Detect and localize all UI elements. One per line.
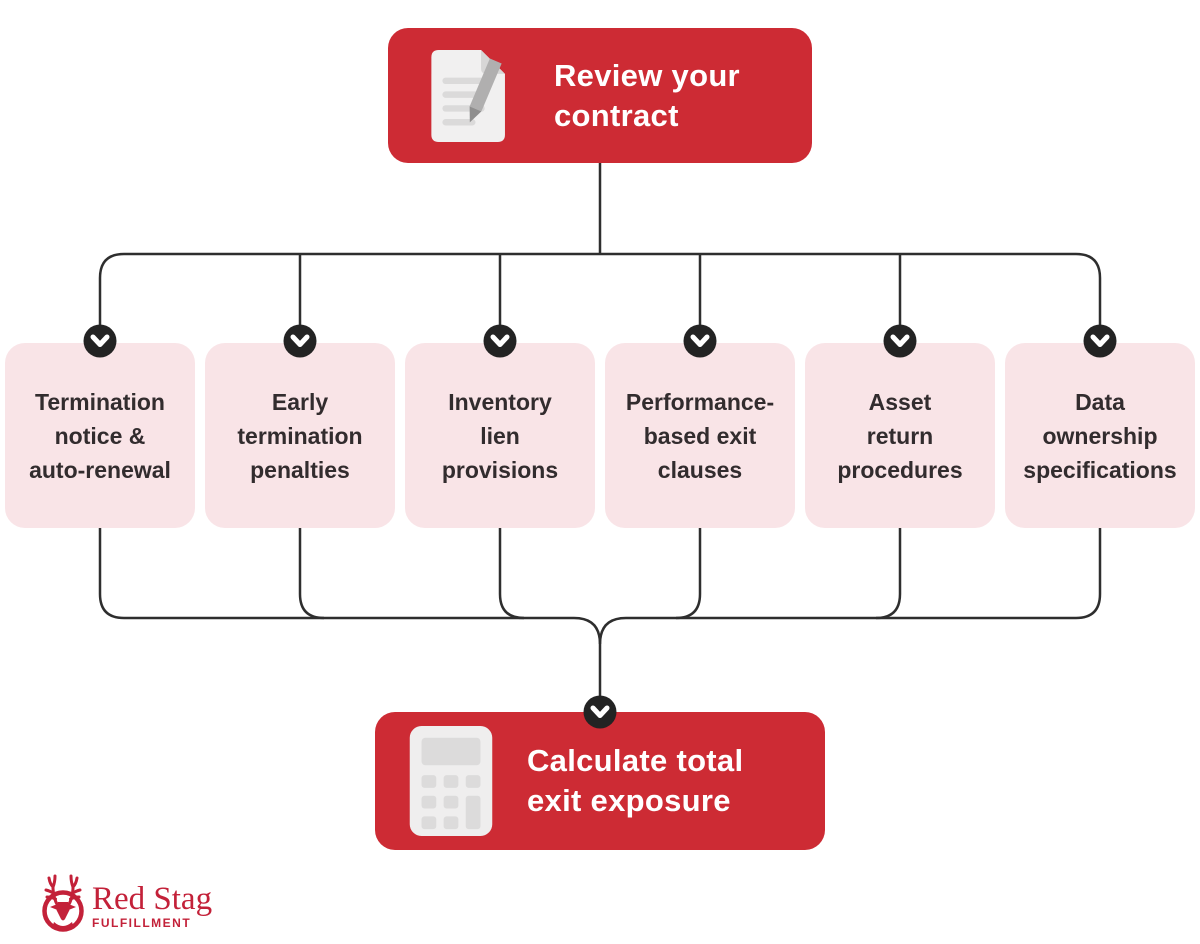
branch-node-performance-exit: Performance- based exit clauses bbox=[605, 343, 795, 528]
branch-label: Termination notice & auto-renewal bbox=[29, 388, 171, 483]
start-node-label: Review your contract bbox=[554, 57, 740, 133]
logo-name: Red Stag bbox=[92, 881, 213, 917]
branch-node-data-ownership: Data ownership specifications bbox=[1005, 343, 1195, 528]
start-node-review-contract: Review your contract bbox=[388, 28, 812, 163]
branch-label: Early termination penalties bbox=[237, 388, 363, 483]
redstag-logo: Red Stag FULFILLMENT bbox=[40, 874, 212, 932]
end-node-calculate-exposure: Calculate total exit exposure bbox=[375, 712, 825, 850]
branch-node-termination-notice: Termination notice & auto-renewal bbox=[5, 343, 195, 528]
stag-emblem-icon bbox=[42, 874, 84, 932]
branch-row: Termination notice & auto-renewal Early … bbox=[5, 343, 1195, 528]
branch-label: Inventory lien provisions bbox=[441, 388, 559, 483]
branch-label: Asset return procedures bbox=[837, 388, 963, 483]
document-pencil-icon bbox=[431, 49, 505, 142]
branch-node-inventory-lien: Inventory lien provisions bbox=[405, 343, 595, 528]
branch-label: Performance- based exit clauses bbox=[625, 388, 775, 483]
branch-node-asset-return: Asset return procedures bbox=[805, 343, 995, 528]
branch-node-early-termination: Early termination penalties bbox=[205, 343, 395, 528]
branch-label: Data ownership specifications bbox=[1023, 388, 1177, 483]
logo-text: Red Stag FULFILLMENT bbox=[92, 881, 213, 931]
calculator-icon bbox=[409, 726, 493, 836]
logo-subtitle: FULFILLMENT bbox=[92, 916, 192, 930]
end-node-label: Calculate total exit exposure bbox=[527, 743, 744, 818]
